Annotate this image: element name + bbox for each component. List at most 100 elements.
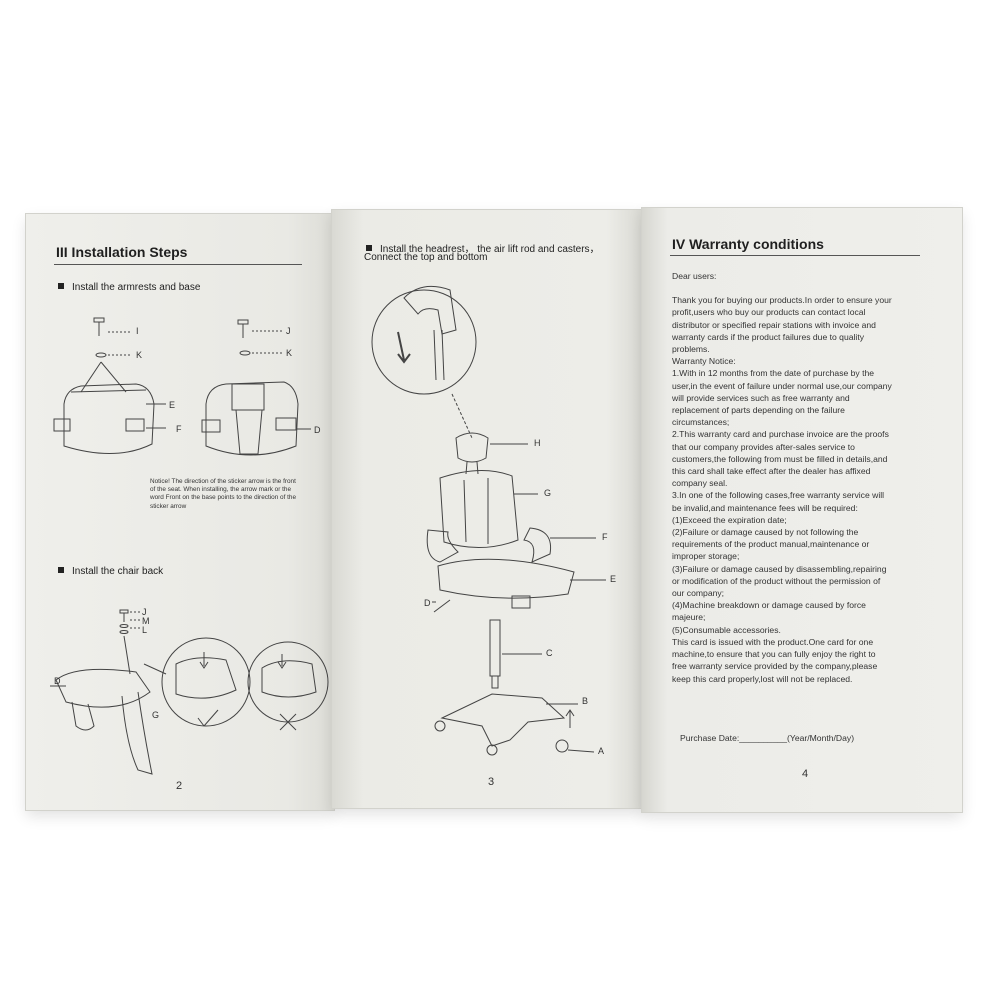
caster-2 <box>556 740 568 752</box>
warranty-text: Dear users:Thank you for buying our prod… <box>672 270 892 685</box>
step-headrest-line1: Install the headrest， the air lift rod a… <box>380 244 600 255</box>
armrest-right-a <box>202 420 220 432</box>
warranty-line: circumstances; <box>672 417 730 428</box>
warranty-line: company seal. <box>672 478 728 489</box>
label-e3: E <box>610 574 617 584</box>
chair-back-diagram <box>26 594 326 794</box>
page-number-4: 4 <box>802 768 809 780</box>
step-chair-back-label: Install the chair back <box>72 566 164 577</box>
label-l: L <box>142 625 148 635</box>
warranty-line: profit,users who buy our products can co… <box>672 307 866 318</box>
warranty-line: (5)Consumable accessories. <box>672 624 781 635</box>
warranty-line: (1)Exceed the expiration date; <box>672 514 787 525</box>
arrow-up-icon <box>566 710 574 728</box>
warranty-line: problems. <box>672 344 710 355</box>
screw-j-back-icon <box>120 610 128 613</box>
caster-3 <box>487 745 497 755</box>
armrest-right <box>524 528 551 562</box>
label-j-back: J <box>142 607 147 617</box>
manual-page-4: IV Warranty conditions Dear users:Thank … <box>642 208 962 812</box>
label-f3: F <box>602 532 608 542</box>
seat-with-back <box>56 669 150 707</box>
screw-i-icon <box>94 318 104 322</box>
label-f: F <box>176 424 182 434</box>
armrest-base-diagram <box>26 214 326 414</box>
chair-seat <box>438 559 574 598</box>
warranty-line: replacement of parts depending on the fa… <box>672 405 845 416</box>
warranty-line: our company; <box>672 588 725 599</box>
washer-k-icon <box>96 353 106 357</box>
label-i: I <box>136 326 139 336</box>
warranty-line: will provide services such as free warra… <box>672 392 850 403</box>
washer-l-icon <box>120 631 128 634</box>
warranty-line: Warranty Notice: <box>672 356 736 367</box>
label-b: B <box>582 696 589 706</box>
label-a: A <box>598 746 605 756</box>
warranty-line: warranty cards if the product failures d… <box>672 331 865 342</box>
title-divider <box>54 264 302 265</box>
warranty-line: (2)Failure or damage caused by not follo… <box>672 527 859 538</box>
checkmark-icon <box>204 710 218 726</box>
label-d: D <box>314 425 321 435</box>
warranty-line: this card shall take effect after the de… <box>672 466 871 477</box>
step-headrest-line2: Connect the top and bottom <box>364 252 488 263</box>
step-headrest-lift: Install the headrest， the air lift rod a… <box>366 240 600 255</box>
arrow-down-icon <box>398 332 410 362</box>
warranty-line: customers,the following from must be fil… <box>672 453 888 464</box>
warranty-title-divider <box>670 255 920 256</box>
section-title-installation: III Installation Steps <box>56 244 188 260</box>
washer-m-icon <box>120 625 128 628</box>
label-k-left: K <box>136 350 143 360</box>
warranty-line: be invalid,and maintenance fees will be … <box>672 502 858 513</box>
step-armrests-base-label: Install the armrests and base <box>72 282 201 293</box>
caster-1 <box>435 721 445 731</box>
warranty-line: majeure; <box>672 612 706 623</box>
warranty-line: improper storage; <box>672 551 740 562</box>
warranty-line: that our company provides after-sales se… <box>672 441 855 452</box>
warranty-line: machine,to ensure that you can fully enj… <box>672 649 876 660</box>
label-g: G <box>544 488 552 498</box>
page-number-2: 2 <box>176 780 183 792</box>
purchase-date-line: Purchase Date:__________(Year/Month/Day) <box>680 733 855 743</box>
warranty-line: free warranty service provided by the co… <box>672 661 878 672</box>
manual-page-2: III Installation Steps Install the armre… <box>26 214 334 810</box>
label-d3: D <box>424 598 431 608</box>
washer-k2-icon <box>240 351 250 355</box>
label-k-right: K <box>286 348 293 358</box>
warranty-line: (4)Machine breakdown or damage caused by… <box>672 600 866 611</box>
label-h: H <box>534 438 541 448</box>
headrest <box>456 433 488 462</box>
chassis-mechanism <box>232 384 264 410</box>
armrest-left-a <box>54 419 70 431</box>
section-title-warranty: IV Warranty conditions <box>672 236 824 252</box>
warranty-line: keep this card properly,lost will not be… <box>672 673 853 684</box>
warranty-line: user,in the event of failure under norma… <box>672 380 892 391</box>
manual-page-3: Install the headrest， the air lift rod a… <box>332 210 644 808</box>
chassis <box>512 596 530 608</box>
label-j: J <box>286 326 291 336</box>
warranty-line: This card is issued with the product.One… <box>672 636 874 647</box>
seat-underside-left <box>64 384 154 454</box>
page-number-3: 3 <box>488 776 495 788</box>
warranty-line: 2.This warranty card and purchase invoic… <box>672 429 889 440</box>
armrest-left <box>427 530 458 562</box>
label-m: M <box>142 616 150 626</box>
warranty-line: (3)Failure or damage caused by disassemb… <box>672 563 887 574</box>
warranty-line: Dear users: <box>672 271 717 281</box>
label-e: E <box>169 400 176 410</box>
screw-j-icon <box>238 320 248 324</box>
label-c: C <box>546 648 553 658</box>
warranty-line: 1.With in 12 months from the date of pur… <box>672 368 875 379</box>
chair-backrest <box>440 470 518 547</box>
headrest-detail-circle <box>372 290 476 394</box>
step-chair-back: Install the chair back <box>58 566 163 577</box>
five-star-base <box>442 694 564 746</box>
label-g-back: G <box>152 710 160 720</box>
warranty-line: 3.In one of the following cases,free war… <box>672 490 885 501</box>
detail-wrong-circle <box>248 642 328 722</box>
label-d-back: D <box>54 676 61 686</box>
warranty-line: requirements of the product manual,maint… <box>672 539 870 550</box>
warranty-line: or modification of the product without t… <box>672 575 881 586</box>
detail-correct-circle <box>162 638 250 726</box>
warranty-line: distributor or specified repair stations… <box>672 319 876 330</box>
